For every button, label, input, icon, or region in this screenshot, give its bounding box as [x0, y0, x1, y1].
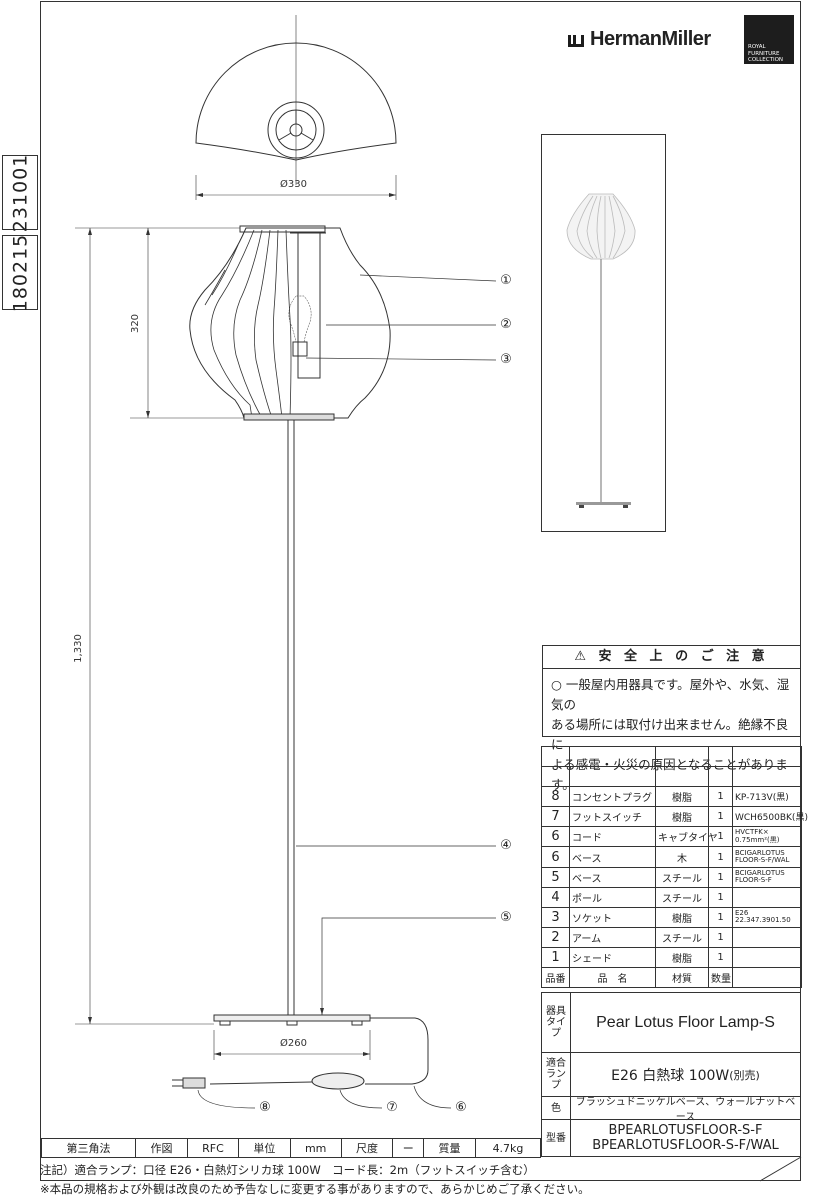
- parts-row: [541, 745, 802, 768]
- hermanmiller-logo-icon: [568, 35, 584, 47]
- shade-width-dimension: Ø330: [280, 179, 307, 190]
- drawing-info-table: 第三角法 作図 RFC 単位 mm 尺度 ー 質量 4.7kg: [40, 1138, 541, 1158]
- callout-8: ⑧: [259, 1100, 271, 1115]
- color-row: 色 ブラッシュドニッケルベース、ウォールナットベース: [541, 1096, 801, 1123]
- safety-title: ⚠ 安 全 上 の ご 注 意: [543, 646, 800, 669]
- model-number-row: 型番 BPEARLOTUSFLOOR-S-F BPEARLOTUSFLOOR-S…: [541, 1119, 801, 1157]
- base-width-dimension: Ø260: [280, 1038, 307, 1049]
- callout-4: ④: [500, 838, 512, 853]
- shade-height-dimension: 320: [130, 313, 142, 334]
- color-value: ブラッシュドニッケルベース、ウォールナットベース: [575, 1097, 796, 1123]
- drawing-id-top: 231001: [2, 153, 38, 232]
- parts-row: [541, 766, 802, 788]
- safety-notice: ⚠ 安 全 上 の ご 注 意 ○ 一般屋内用器具です。屋外や、水気、湿気の あ…: [542, 645, 801, 792]
- model-number: BPEARLOTUSFLOOR-S-F/WAL: [592, 1138, 779, 1153]
- model-number: BPEARLOTUSFLOOR-S-F: [608, 1123, 763, 1138]
- callout-1: ①: [500, 273, 512, 288]
- lamp-type-value: Pear Lotus Floor Lamp-S: [596, 1013, 775, 1031]
- lamp-technical-drawing: [75, 15, 497, 1109]
- callout-6: ⑥: [455, 1100, 467, 1115]
- applicable-lamp-row: 適合ランプ E26 白熱球 100W(別売): [541, 1052, 801, 1097]
- applicable-lamp-value: E26 白熱球 100W: [611, 1067, 730, 1084]
- product-photo: [541, 134, 666, 532]
- callout-3: ③: [500, 352, 512, 367]
- callout-5: ⑤: [500, 910, 512, 925]
- safety-line: ○ 一般屋内用器具です。屋外や、水気、湿気の: [551, 677, 790, 712]
- total-height-dimension: 1,330: [72, 634, 84, 663]
- disclaimer: ※本品の規格および外観は改良のため予告なしに変更する事がありますので、あらかじめ…: [40, 1182, 590, 1196]
- drawing-frame: [40, 1, 801, 1181]
- corner-mark: [759, 1156, 802, 1182]
- callout-2: ②: [500, 317, 512, 332]
- footnote: 注記）適合ランプ：口径 E26・白熱灯シリカ球 100W コード長：2m（フット…: [40, 1163, 535, 1177]
- drawing-id-bottom: 180215: [2, 233, 38, 312]
- callout-7: ⑦: [386, 1100, 398, 1115]
- lamp-type-row: 器具タイプ Pear Lotus Floor Lamp-S: [541, 992, 801, 1053]
- top-view-shade: [195, 42, 397, 161]
- parts-header-row: 品番 品 名 材質 数量: [541, 967, 802, 989]
- brand-name: HermanMiller: [590, 28, 711, 50]
